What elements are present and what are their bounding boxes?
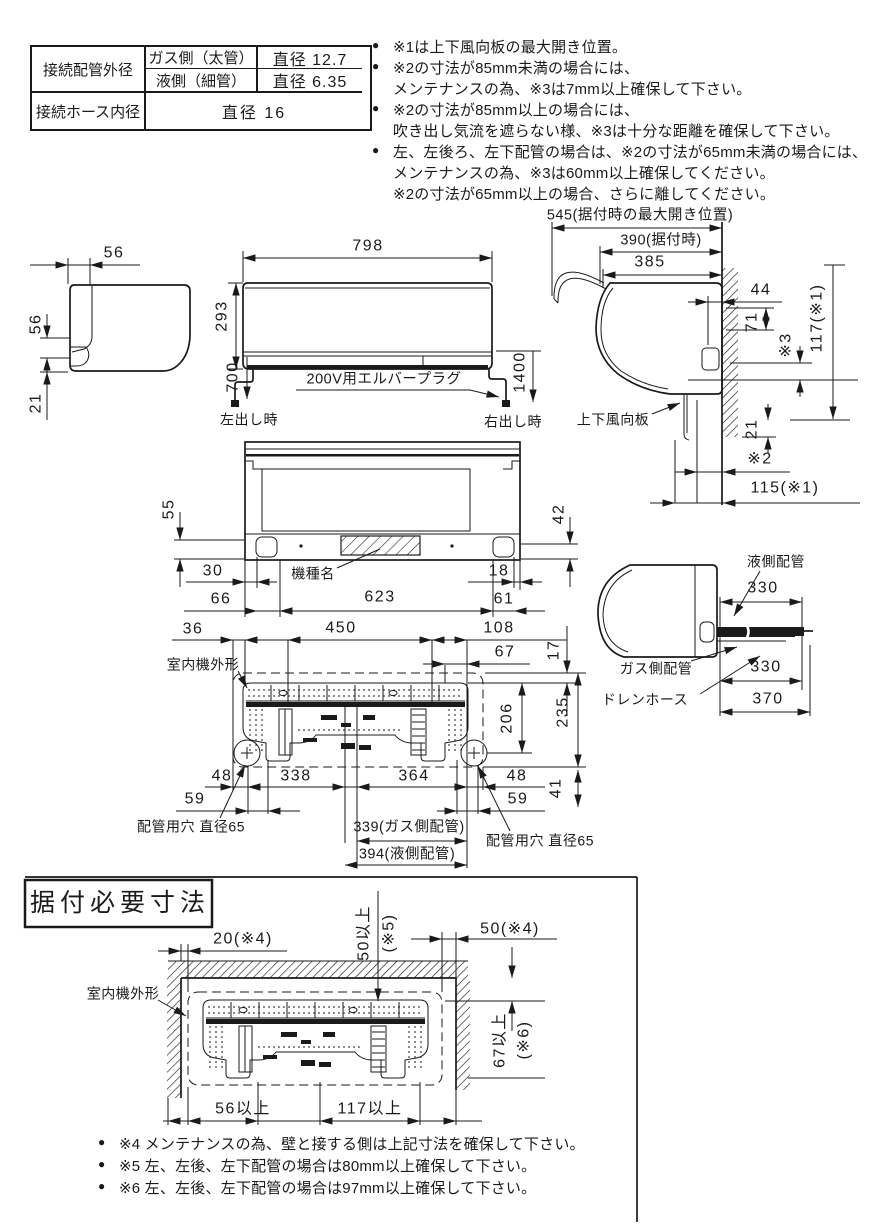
dim-623: 623 — [364, 588, 396, 606]
dim-364: 364 — [398, 767, 430, 785]
dim-installed: 390(据付時) — [620, 232, 702, 249]
bullet-icon: ● — [372, 59, 380, 73]
dim-67-min-ref: (※6) — [515, 1020, 533, 1060]
label-unit-outline-rear: 室内機外形 — [166, 656, 240, 673]
bullet-icon: ● — [98, 1179, 106, 1193]
spec-liquid-value: 直径 6.35 — [272, 74, 348, 91]
note-top-2: ●※2の寸法が85mm未満の場合には、 — [372, 59, 640, 77]
rear-view — [172, 626, 586, 869]
bottom-view — [174, 441, 578, 617]
note-top-1: ●※1は上下風向板の最大開き位置。 — [372, 38, 628, 56]
dim-67-min: 67以上 — [491, 1012, 509, 1068]
dim-front-height: 293 — [213, 300, 231, 332]
dim-48-left: 48 — [211, 767, 233, 785]
dim-max-open: 545(据付時の最大開き位置) — [546, 207, 734, 224]
bullet-icon: ● — [372, 101, 380, 115]
note-top-4c: ※2の寸法が65mm以上の場合、さらに離してください。 — [393, 186, 776, 203]
label-gas-pipe: ガス側配管 — [619, 660, 693, 677]
dim-left-depth: 56 — [103, 244, 125, 262]
left-side-view — [30, 258, 191, 420]
right-side-view — [551, 222, 860, 507]
bullet-icon: ● — [98, 1157, 106, 1171]
section-title: 据付必要寸法 — [29, 888, 211, 917]
dim-61: 61 — [493, 590, 515, 608]
dim-50-min-ref: (※5) — [380, 913, 398, 953]
dim-115: 115(※1) — [750, 479, 820, 497]
spec-gas-label: ガス側（太管） — [146, 47, 258, 69]
label-unit-outline-install: 室内機外形 — [86, 985, 160, 1002]
note-top-4: ●左、左後ろ、左下配管の場合は、※2の寸法が65mm未満の場合には、 — [372, 143, 868, 161]
spec-hose-value: 直径 16 — [146, 91, 362, 129]
dim-235: 235 — [554, 696, 572, 728]
label-plug: 200V用エルバープラグ — [306, 371, 462, 388]
note-top-2b: メンテナンスの為、※3は7mm以上確保して下さい。 — [393, 81, 752, 98]
dim-41: 41 — [547, 777, 565, 799]
note-bottom-2: ●※5 左、左後、左下配管の場合は80mm以上確保して下さい。 — [98, 1157, 537, 1175]
dim-59-left: 59 — [184, 790, 206, 808]
note-bottom-3: ●※6 左、左後、左下配管の場合は97mm以上確保して下さい。 — [98, 1179, 537, 1197]
dim-50-ref4: 50(※4) — [480, 920, 540, 938]
dim-36: 36 — [182, 620, 204, 638]
label-flap: 上下風向板 — [576, 411, 650, 428]
note-top-3: ●※2の寸法が85mm以上の場合には、 — [372, 101, 640, 119]
note-top-4b: メンテナンスの為、※3は60mm以上確保してください。 — [393, 165, 775, 182]
dim-21-right: 21 — [743, 418, 761, 440]
dim-ref3: ※3 — [777, 332, 795, 358]
dim-front-width: 798 — [352, 237, 384, 255]
label-drain-hose: ドレンホース — [601, 691, 689, 708]
dim-ref2: ※2 — [747, 450, 773, 468]
dim-56-min: 56以上 — [215, 1100, 271, 1118]
dim-330-top: 330 — [747, 579, 779, 597]
dim-cord-right: 1400 — [511, 351, 529, 393]
dim-17: 17 — [545, 639, 563, 661]
label-model: 機種名 — [291, 565, 335, 582]
front-view — [228, 251, 541, 407]
bullet-icon: ● — [98, 1135, 106, 1149]
label-pipe-hole-right: 配管用穴 直径65 — [486, 832, 594, 849]
dim-cord-left: 700 — [224, 361, 242, 393]
dim-394-liquid: 394(液側配管) — [358, 846, 456, 863]
dim-side-depth: 385 — [634, 253, 666, 271]
label-liquid-pipe: 液側配管 — [747, 553, 805, 570]
dim-left-bottom: 21 — [27, 392, 45, 414]
dim-59-right: 59 — [507, 790, 529, 808]
dim-42: 42 — [550, 503, 568, 525]
note-bottom-1: ●※4 メンテナンスの為、壁と接する側は上記寸法を確保して下さい。 — [98, 1135, 585, 1153]
dim-339-gas: 339(ガス側配管) — [353, 819, 465, 836]
spec-table: 接続配管外径 ガス側（太管） 直径 12.7 液側（細管） 直径 6.35 接続… — [30, 45, 372, 131]
label-left-out: 左出し時 — [220, 411, 278, 428]
dim-44: 44 — [750, 281, 772, 299]
spec-gas-value: 直径 12.7 — [258, 47, 362, 69]
dim-338: 338 — [280, 767, 312, 785]
dim-206: 206 — [498, 702, 516, 734]
label-right-out: 右出し時 — [484, 413, 542, 430]
dim-50-min: 50以上 — [355, 905, 373, 961]
dim-48-right: 48 — [506, 767, 528, 785]
spec-hose-label: 接続ホース内径 — [32, 91, 146, 129]
dim-55: 55 — [160, 498, 178, 520]
bullet-icon: ● — [372, 38, 380, 52]
dim-18: 18 — [488, 562, 510, 580]
label-pipe-hole-left: 配管用穴 直径65 — [137, 818, 245, 835]
dim-20-ref4: 20(※4) — [213, 930, 273, 948]
dim-370: 370 — [752, 690, 784, 708]
note-top-3b: 吹き出し気流を遮らない様、※3は十分な距離を確保して下さい。 — [393, 123, 840, 140]
dim-71: 71 — [743, 311, 761, 333]
dim-left-flap-height: 56 — [27, 313, 45, 335]
dim-30: 30 — [202, 562, 224, 580]
spec-pipe-od-label: 接続配管外径 — [32, 47, 146, 91]
bullet-icon: ● — [372, 143, 380, 157]
dim-330-bottom: 330 — [750, 658, 782, 676]
piping-view — [597, 564, 813, 716]
install-section — [23, 876, 638, 1222]
dim-66: 66 — [210, 590, 232, 608]
dim-117: 117(※1) — [808, 283, 826, 353]
spec-liquid-label: 液側（細管） — [146, 69, 258, 91]
dim-67: 67 — [494, 643, 516, 661]
dim-117-min: 117以上 — [337, 1100, 403, 1118]
dim-108: 108 — [483, 619, 515, 637]
dim-450: 450 — [325, 619, 357, 637]
